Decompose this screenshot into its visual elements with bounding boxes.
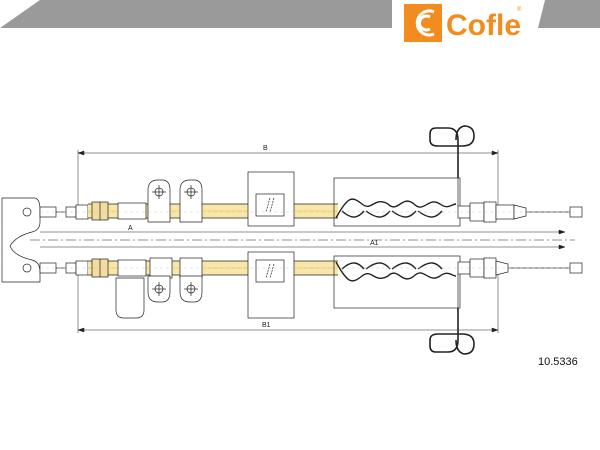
- header-banner-left: [0, 0, 392, 28]
- brand-logo: Cofle ®: [404, 4, 522, 42]
- top-cable: [56, 125, 583, 227]
- dimension-b: [77, 150, 499, 212]
- dimension-b-label: B: [263, 145, 268, 152]
- guide-lines: [40, 211, 575, 269]
- dimension-a1: [40, 244, 566, 250]
- left-bracket: [1, 197, 57, 283]
- header-banner-right: [538, 0, 600, 28]
- dimension-a1-label: A1: [370, 240, 379, 247]
- dimension-a: [40, 229, 566, 235]
- dimension-b1-label: B1: [262, 322, 271, 329]
- part-number: 10.5336: [538, 356, 578, 368]
- dimension-b1: [77, 275, 499, 333]
- brand-registered: ®: [517, 6, 522, 13]
- dimension-a-label: A: [128, 225, 133, 232]
- brand-name: Cofle: [446, 9, 521, 42]
- bottom-cable: [56, 251, 583, 355]
